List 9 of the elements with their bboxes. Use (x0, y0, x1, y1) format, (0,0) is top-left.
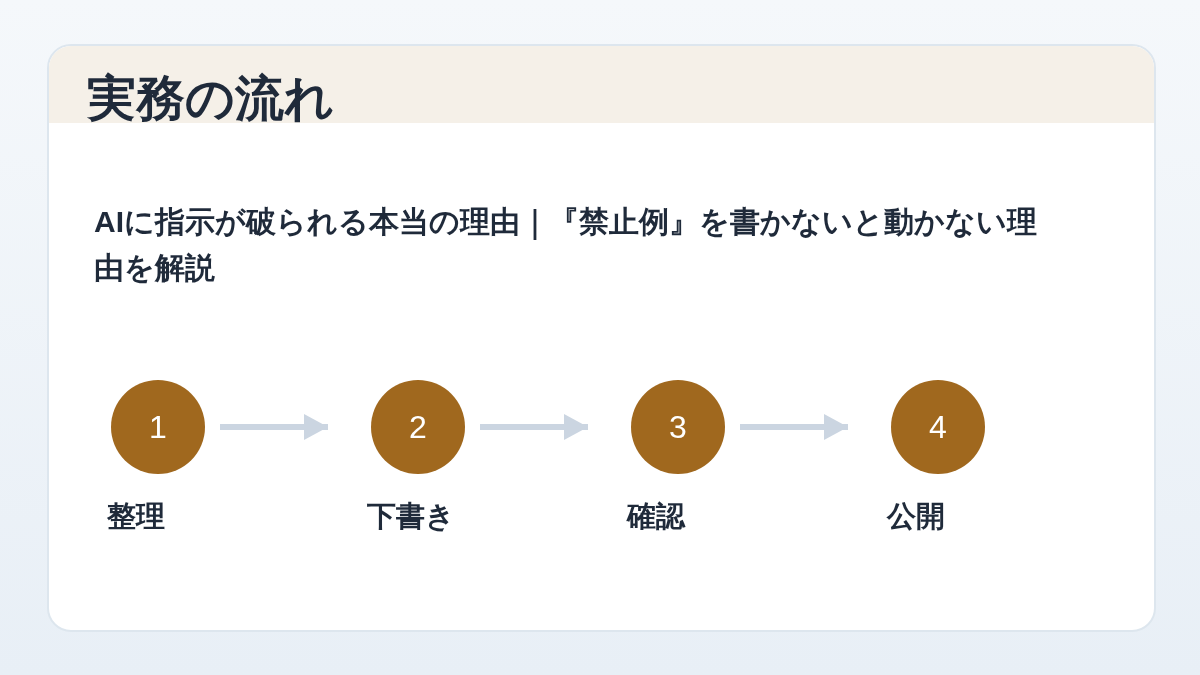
subtitle: AIに指示が破られる本当の理由｜『禁止例』を書かないと動かない理由を解説 (94, 204, 1038, 286)
arrow (740, 414, 848, 440)
arrow (480, 414, 588, 440)
step-label: 確認 (627, 502, 685, 531)
step-label: 整理 (107, 502, 165, 531)
step-label: 下書き (367, 502, 455, 531)
step-label: 公開 (887, 502, 945, 531)
title: 実務の流れ (87, 74, 334, 123)
arrow (220, 414, 328, 440)
